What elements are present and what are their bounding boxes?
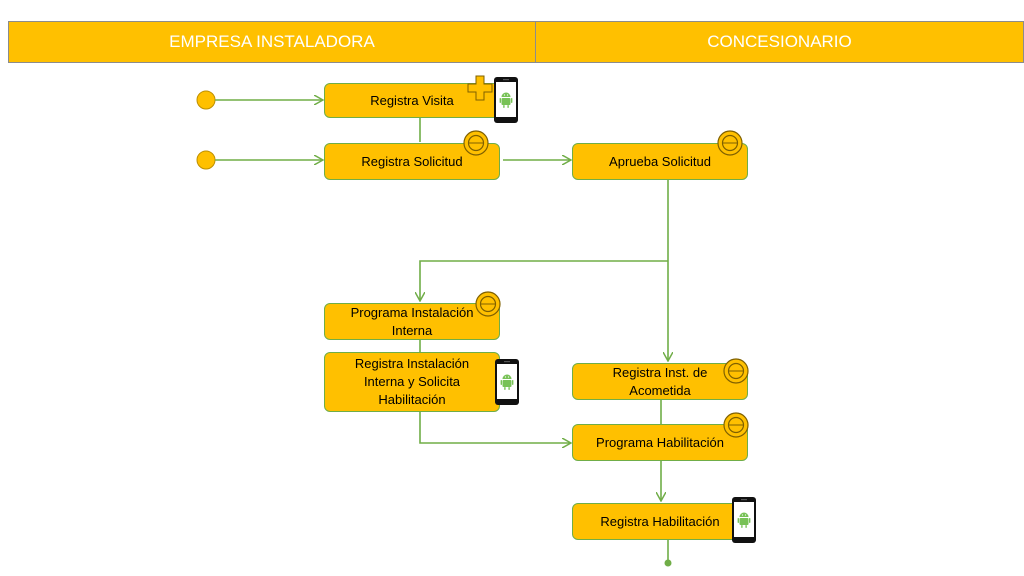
activity-label: Programa Habilitación [596,434,724,450]
activity-registra-visita[interactable]: Registra Visita [324,83,500,118]
start-node-visita [196,90,216,110]
activity-label: Registra Visita [370,92,454,108]
flow-instalacion-to-habilitacion [419,412,570,443]
lane-concesionario: CONCESIONARIO [535,21,1024,63]
activity-label: Registra Inst. de Acometida [612,364,708,398]
activity-label: Registra Habilitación [600,513,720,529]
start-node-solicitud [196,150,216,170]
activity-label: Programa Instalación Interna [350,304,474,338]
activity-registra-habilitacion[interactable]: Registra Habilitación [572,503,748,540]
activity-programa-habilitacion[interactable]: Programa Habilitación [572,424,748,461]
activity-registra-acometida[interactable]: Registra Inst. de Acometida [572,363,748,400]
activity-programa-instalacion[interactable]: Programa Instalación Interna [324,303,500,340]
activity-registra-instalacion[interactable]: Registra Instalación Interna y Solicita … [324,352,500,412]
activity-label: Aprueba Solicitud [609,153,711,169]
activity-aprueba-solicitud[interactable]: Aprueba Solicitud [572,143,748,180]
activity-registra-solicitud[interactable]: Registra Solicitud [324,143,500,180]
activity-label: Registra Solicitud [361,153,463,169]
flow-to-programa-instalacion [420,260,668,300]
activity-label: Registra Instalación Interna y Solicita … [354,356,470,407]
lane-empresa-instaladora: EMPRESA INSTALADORA [8,21,536,63]
end-node [664,559,672,567]
